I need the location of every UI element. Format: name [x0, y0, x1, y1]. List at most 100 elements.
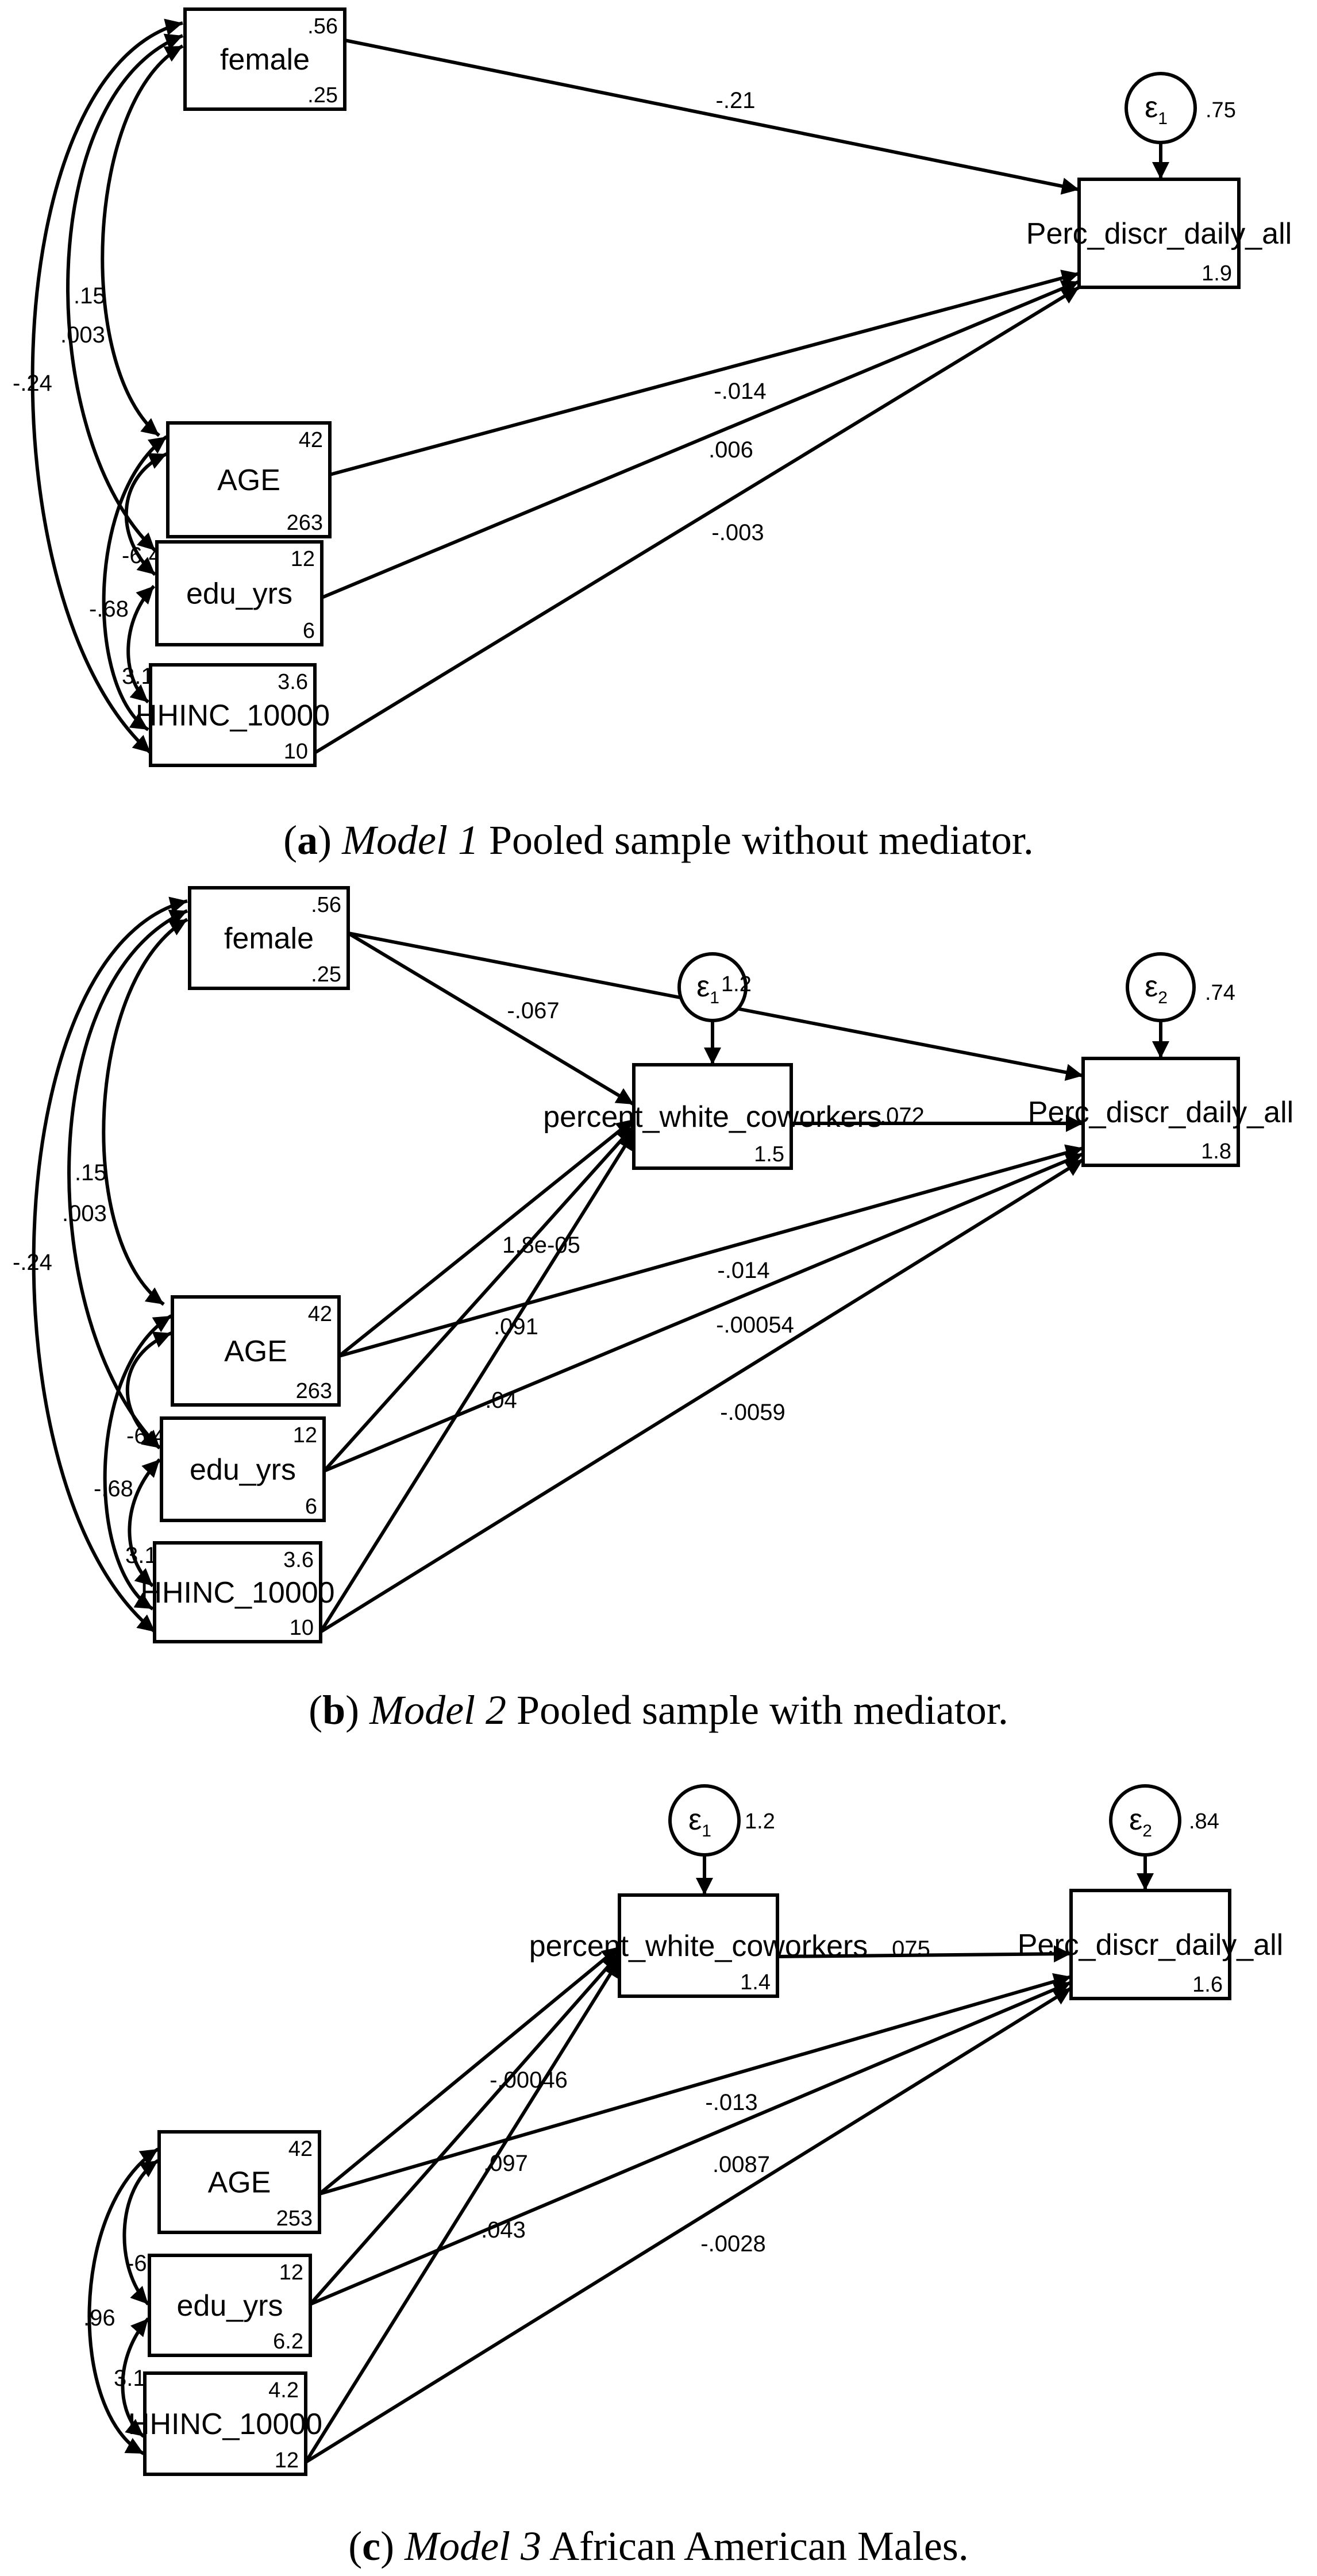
node-mean: 3.6 [283, 1548, 314, 1572]
node-variance: 1.9 [1202, 261, 1232, 286]
path-arrow [329, 269, 1080, 476]
panel-caption: (b) Model 2 Pooled sample with mediator. [309, 1687, 1008, 1733]
node-perc-discr-daily-all-label: Perc_discr_daily_all [1018, 1928, 1283, 1962]
node-variance: 12 [275, 2448, 299, 2473]
node-variance: 263 [287, 511, 323, 535]
covariance-label: .003 [60, 322, 105, 348]
node-variance: 10 [290, 1616, 314, 1640]
path-coefficient: .075 [885, 1936, 930, 1962]
node-variance: 10 [284, 740, 308, 764]
node-variance: 1.8 [1201, 1139, 1231, 1164]
node-age-label: AGE [217, 464, 280, 497]
path-arrow [319, 1973, 1072, 2196]
path-arrow [322, 1125, 636, 1473]
node-variance: 1.6 [1192, 1973, 1223, 1997]
node-mean: 4.2 [268, 2378, 299, 2402]
path-coefficient: -.0028 [700, 2231, 765, 2257]
node-variance: 6 [303, 619, 315, 643]
covariance-curve [30, 18, 183, 754]
node-female-label: female [220, 43, 310, 76]
node-mean: 12 [293, 1423, 317, 1447]
node-mean: .56 [307, 14, 338, 38]
error-variance: 1.2 [721, 972, 752, 996]
path-arrow [309, 1981, 1072, 2306]
node-mean: 12 [279, 2261, 303, 2285]
node-perc-discr-daily-all-box [1069, 1889, 1231, 2000]
covariance-label: 3.1 [114, 2366, 146, 2391]
panel-a: .15.003-.24-6.4-.683.1-.21-.014.006-.003… [13, 7, 1292, 863]
path-coefficient: .097 [483, 2151, 528, 2176]
panel-caption: (a) Model 1 Pooled sample without mediat… [283, 817, 1034, 863]
error-term-circle [1109, 1784, 1181, 1857]
path-arrow [323, 1152, 1084, 1473]
node-edu-yrs-label: edu_yrs [177, 2289, 283, 2323]
node-age-box [166, 421, 332, 538]
error-term-symbol: ε1 [1145, 91, 1168, 128]
path-arrow [338, 1118, 635, 1358]
node-mean: .56 [311, 893, 341, 917]
node-percent-white-coworkers-box [632, 1063, 793, 1170]
path-coefficient: -.003 [711, 520, 764, 545]
error-term-circle [1125, 72, 1197, 144]
path-arrow [777, 1945, 1072, 1963]
error-variance: .84 [1189, 1809, 1219, 1834]
covariance-curve [32, 896, 188, 1634]
covariance-curve [121, 2317, 150, 2438]
node-perc-discr-daily-all-label: Perc_discr_daily_all [1028, 1096, 1293, 1129]
node-variance: 6 [305, 1495, 317, 1519]
path-arrow [321, 280, 1080, 599]
path-arrow [305, 1986, 1072, 2464]
path-coefficient: .0087 [713, 2152, 770, 2177]
covariance-curve [87, 2147, 159, 2455]
covariance-curve [67, 909, 188, 1450]
path-coefficient: -.0059 [720, 1400, 785, 1425]
node-edu-yrs-label: edu_yrs [190, 1453, 296, 1487]
covariance-label: 3.1 [122, 664, 154, 689]
panel-c: -6.8.963.1.075-.00046.097.043-.013.0087-… [83, 1784, 1283, 2569]
node-mean: 42 [288, 2137, 313, 2161]
node-hhinc-10000-label: HHINC_10000 [128, 2408, 322, 2441]
path-coefficient: -.21 [716, 88, 756, 113]
path-arrow [338, 1144, 1084, 1358]
path-arrow [344, 38, 1080, 195]
node-edu-yrs-label: edu_yrs [186, 577, 292, 611]
path-arrow [314, 286, 1080, 754]
covariance-label: -.68 [89, 596, 129, 622]
node-hhinc-10000-label: HHINC_10000 [136, 699, 330, 733]
covariance-curve [101, 44, 184, 437]
node-hhinc-10000-box [143, 2371, 307, 2476]
path-arrow [309, 1953, 621, 2305]
node-age-label: AGE [208, 2166, 271, 2200]
error-variance: .75 [1206, 98, 1236, 122]
path-coefficient: -.014 [717, 1258, 769, 1283]
node-hhinc-10000-box [153, 1541, 322, 1643]
node-mean: 3.6 [278, 670, 308, 694]
node-percent-white-coworkers-label: percent_white_coworkers [529, 1930, 868, 1963]
path-coefficient: -.00054 [716, 1312, 794, 1338]
node-age-label: AGE [224, 1335, 287, 1368]
covariance-label: -.68 [94, 1476, 133, 1501]
node-perc-discr-daily-all-box [1077, 178, 1241, 289]
node-mean: 42 [308, 1302, 332, 1326]
error-term-circle [677, 952, 748, 1022]
path-arrow [347, 931, 635, 1106]
path-arrow [319, 1158, 1084, 1634]
panel-b: .15.003-.24-6.4-.683.1-.067-.21.0721.8e-… [13, 886, 1293, 1733]
path-arrow [319, 1131, 636, 1633]
node-variance: 253 [276, 2207, 313, 2231]
covariance-label: .15 [74, 283, 106, 309]
path-arrow [318, 1945, 621, 2196]
covariance-label: .96 [83, 2305, 115, 2331]
covariance-curve [103, 1314, 172, 1611]
node-percent-white-coworkers-label: percent_white_coworkers [543, 1100, 882, 1134]
panel-caption: (c) Model 3 African American Males. [348, 2523, 969, 2569]
covariance-curve [102, 435, 168, 731]
covariance-curve [128, 1458, 161, 1588]
error-term-index: 2 [1158, 988, 1168, 1007]
covariance-label: .15 [75, 1160, 107, 1185]
node-female-label: female [224, 922, 314, 956]
node-perc-discr-daily-all-box [1081, 1057, 1240, 1167]
error-variance: .74 [1205, 981, 1235, 1005]
path-arrow [304, 1958, 621, 2463]
